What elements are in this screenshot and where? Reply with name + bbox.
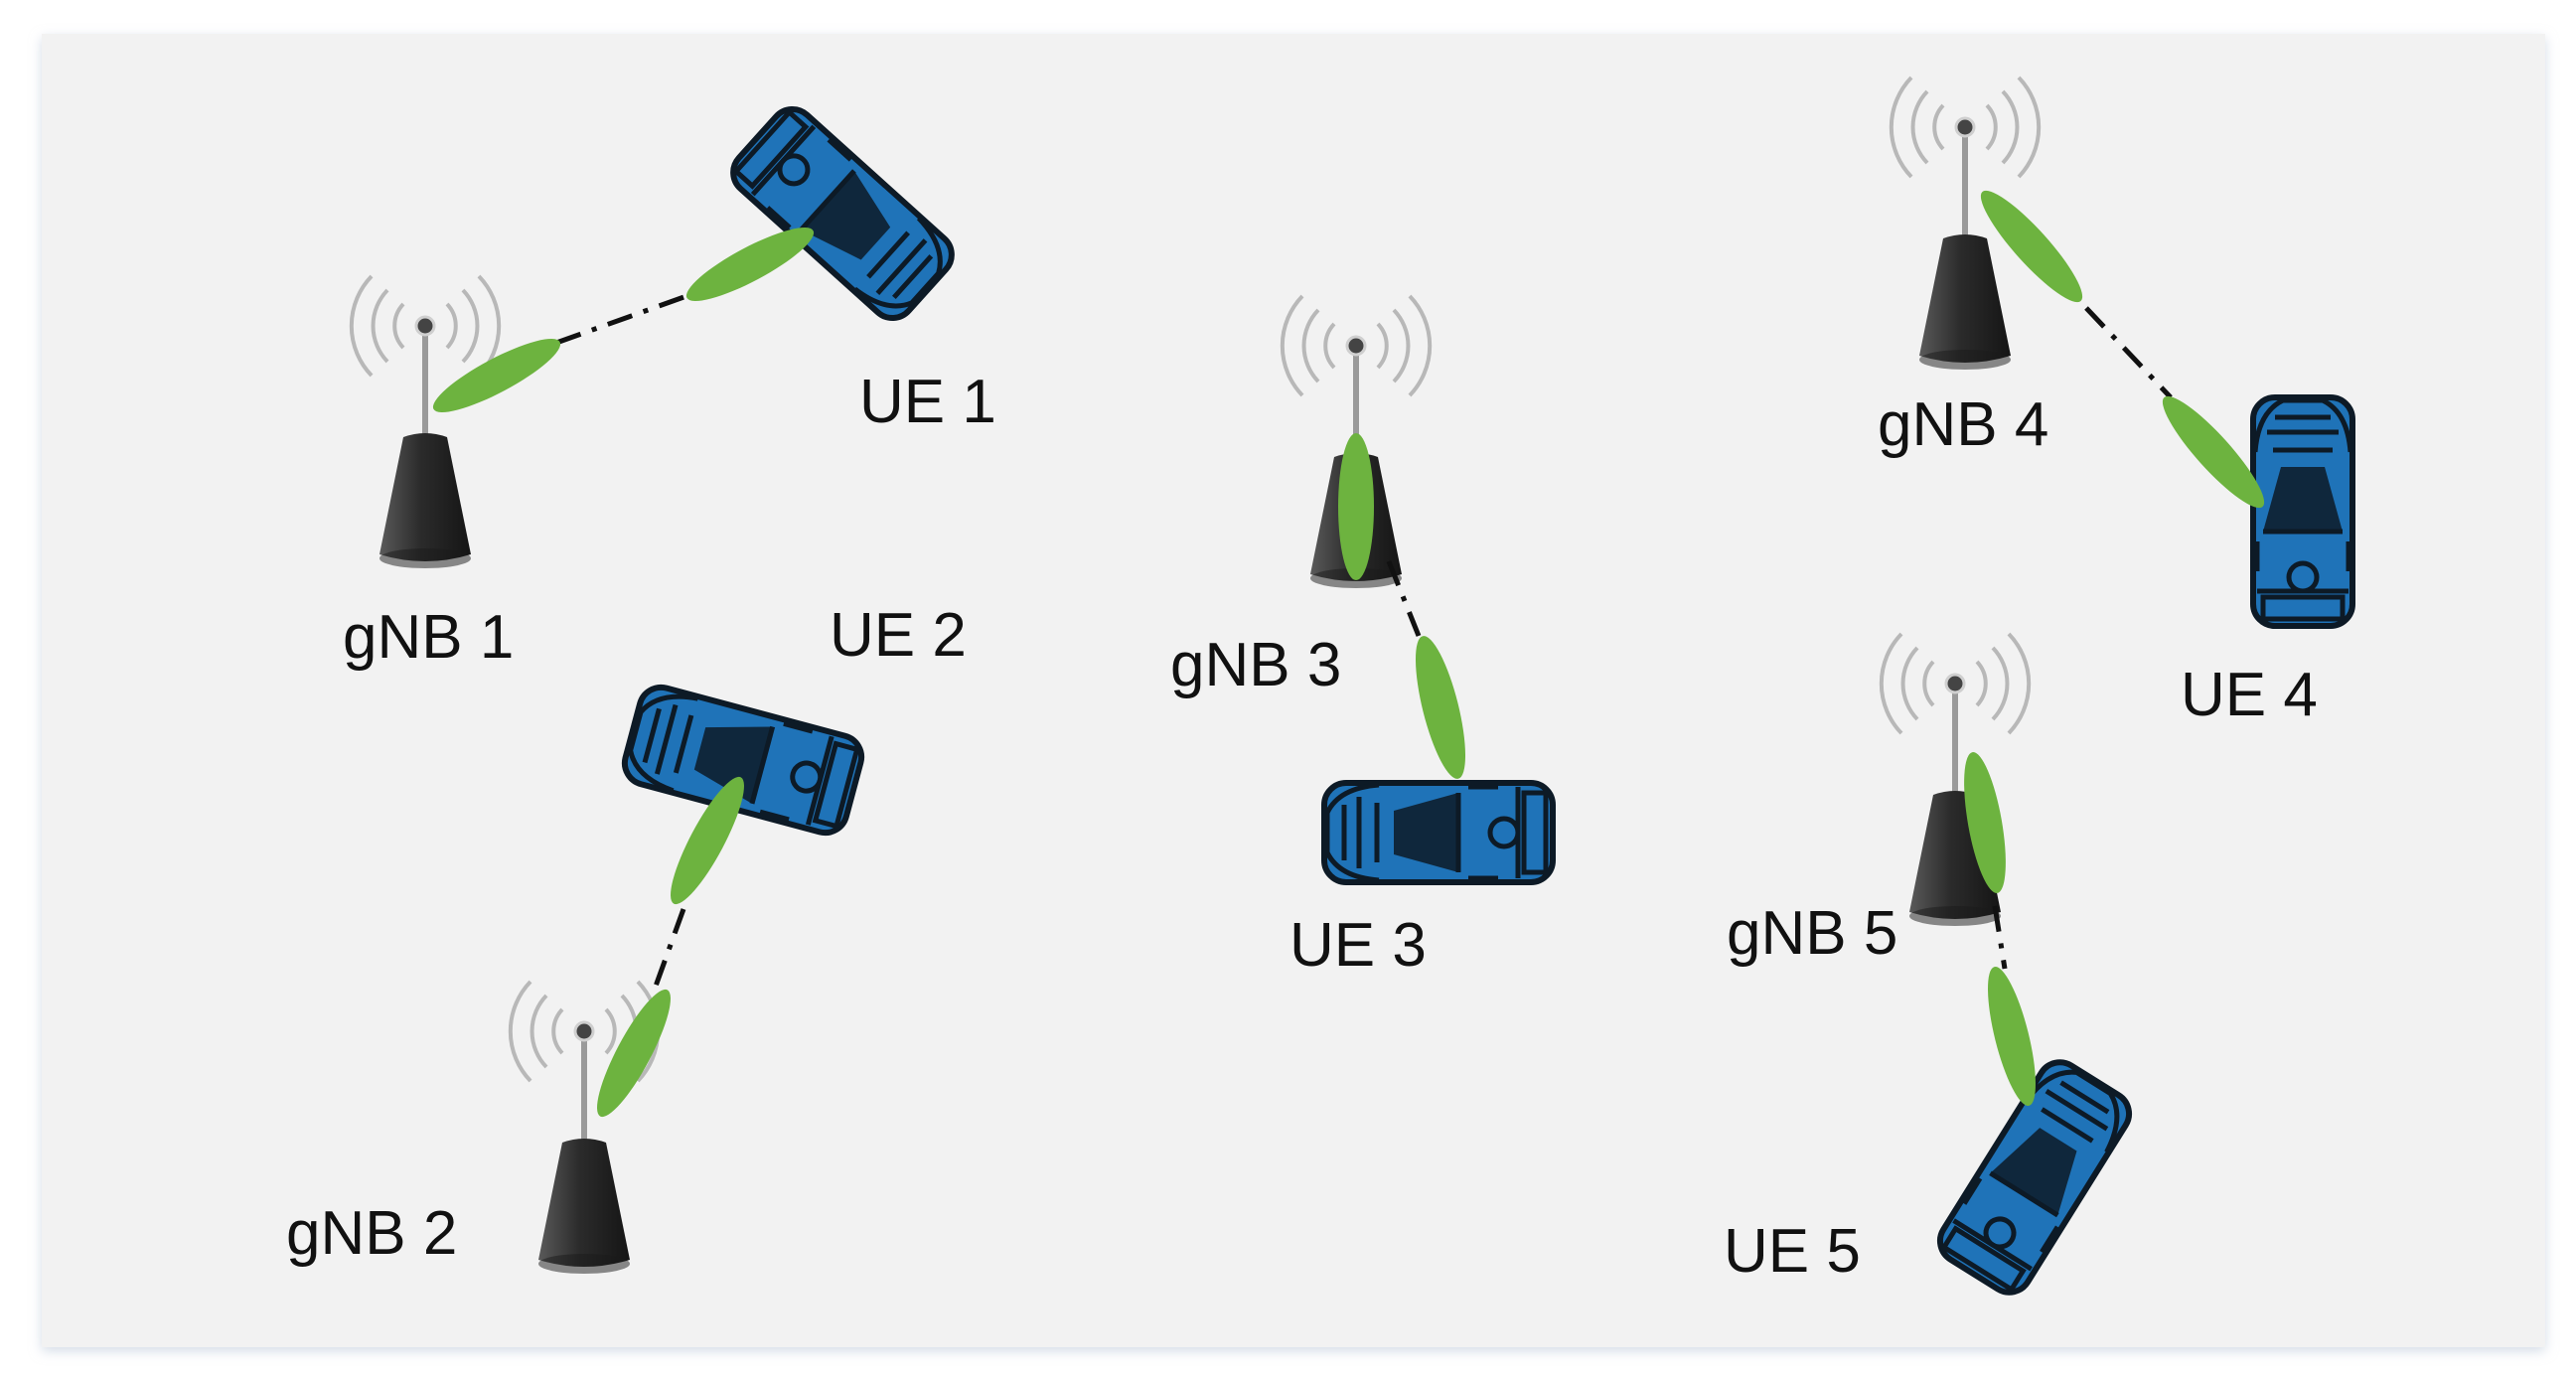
beam-gnb-5	[1964, 752, 2006, 893]
diagram-background	[42, 34, 2545, 1347]
link-3	[1386, 560, 1422, 637]
vehicle-3	[1324, 783, 1553, 882]
label-gnb-3: gNB 3	[1170, 631, 1341, 699]
vehicle-4	[2253, 397, 2352, 626]
link-1	[555, 287, 704, 346]
beam-gnb-4	[1980, 190, 2083, 303]
car-icon	[2253, 397, 2352, 626]
beam-ue-4	[2162, 395, 2265, 509]
link-2	[651, 908, 686, 993]
label-ue-1: UE 1	[859, 368, 996, 436]
beam-gnb-2	[597, 989, 671, 1118]
beam-ue-5	[1988, 967, 2036, 1106]
beam-gnb-3	[1338, 433, 1374, 580]
label-gnb-4: gNB 4	[1878, 390, 2048, 459]
beam-ue-1	[685, 228, 815, 301]
label-ue-4: UE 4	[2181, 661, 2318, 729]
label-gnb-1: gNB 1	[343, 603, 514, 672]
label-ue-3: UE 3	[1289, 911, 1427, 980]
label-ue-5: UE 5	[1724, 1217, 1861, 1286]
beam-ue-3	[1415, 636, 1466, 779]
label-gnb-2: gNB 2	[286, 1199, 457, 1268]
beam-gnb-1	[432, 339, 561, 412]
link-4	[2084, 306, 2173, 399]
car-icon	[1324, 783, 1553, 882]
link-5	[1992, 905, 2008, 970]
beam-ue-2	[671, 776, 744, 905]
label-gnb-5: gNB 5	[1727, 899, 1897, 968]
label-ue-2: UE 2	[830, 601, 967, 670]
